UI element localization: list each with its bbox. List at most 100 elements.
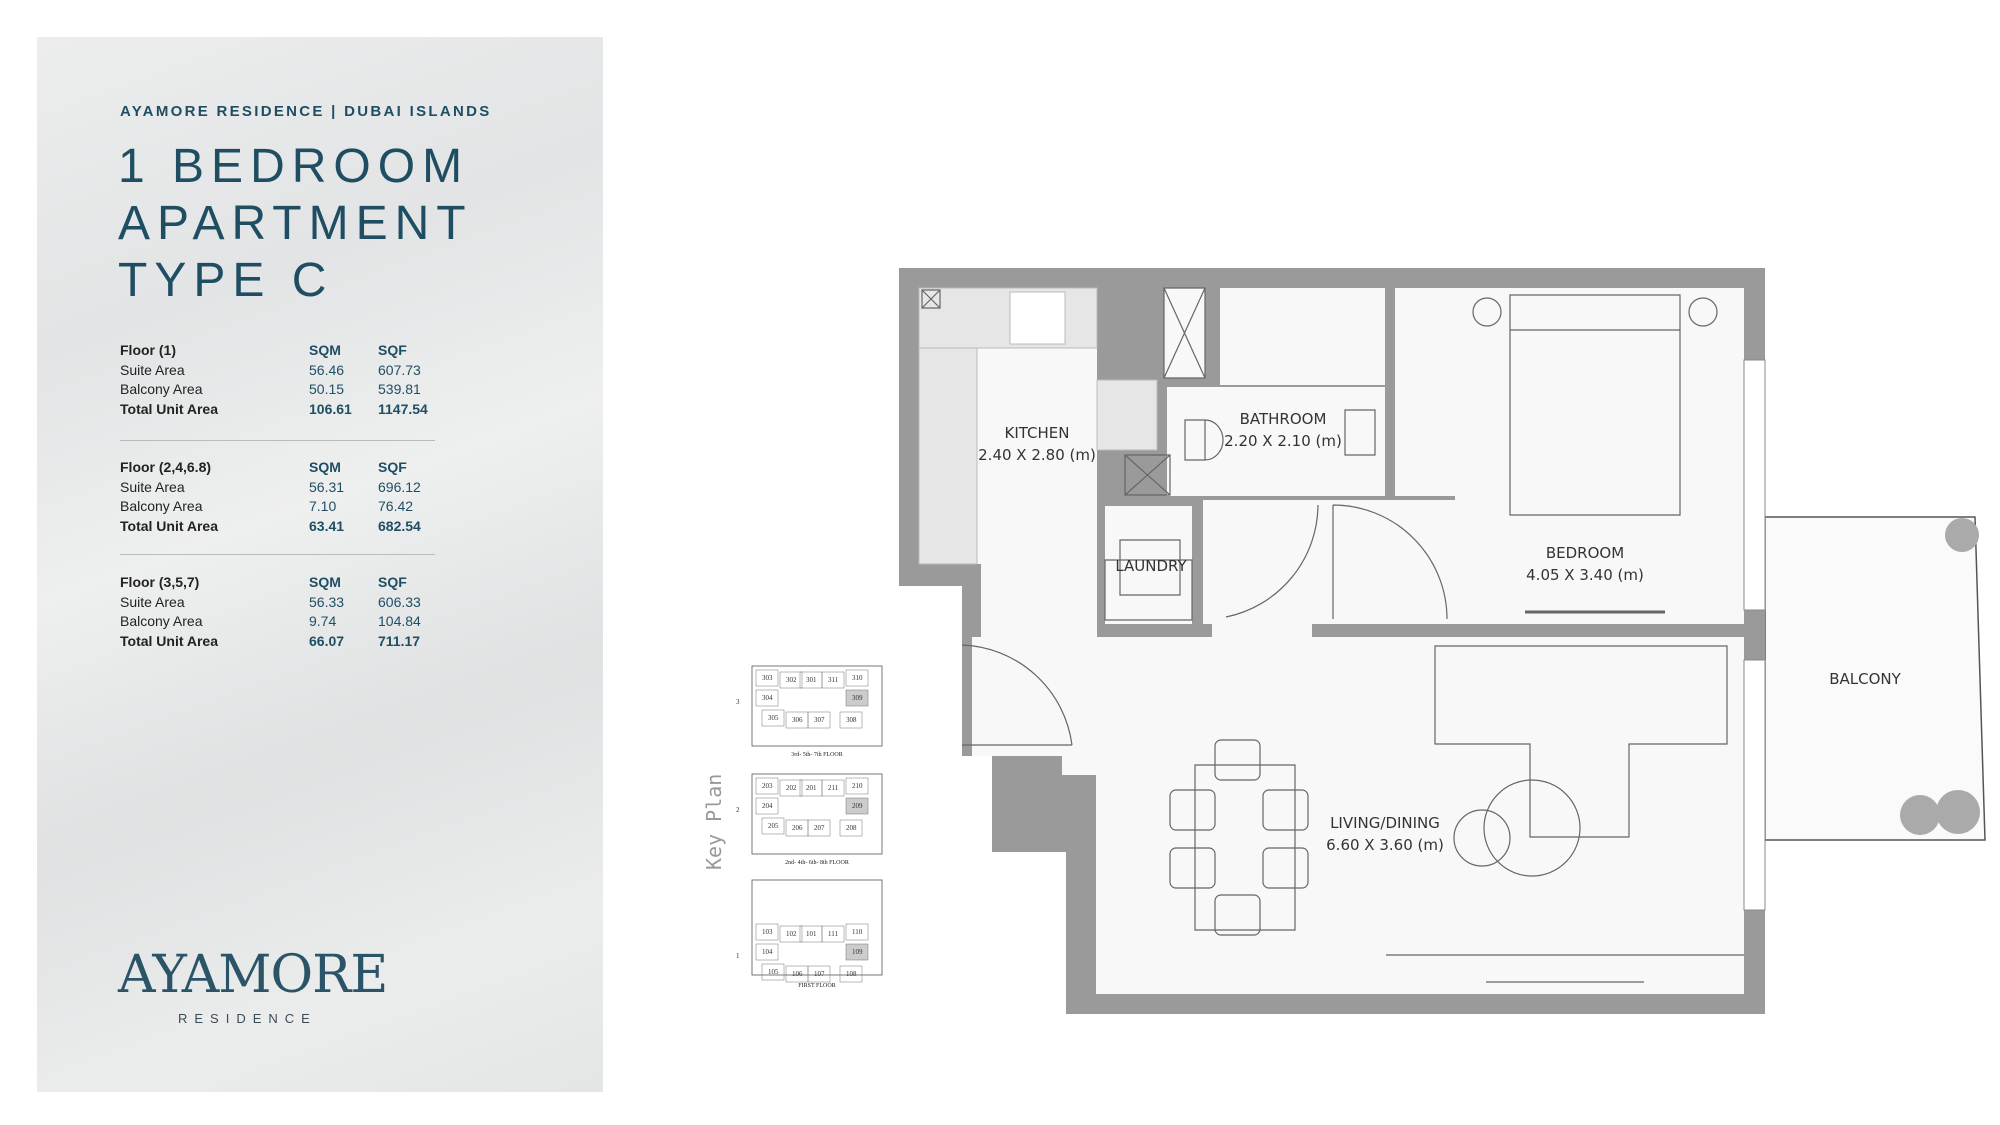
project-header: AYAMORE RESIDENCE | DUBAI ISLANDS — [120, 103, 492, 120]
bathroom-size: 2.20 X 2.10 (m) — [1224, 432, 1342, 450]
sqm-value: 106.61 — [309, 400, 352, 417]
key-plan-unit: 211 — [828, 784, 839, 792]
key-plan-unit-cell — [807, 965, 831, 983]
key-plan-unit-cell — [761, 963, 785, 981]
sqf-value: 104.84 — [378, 613, 421, 629]
key-plan-unit: 209 — [852, 802, 863, 810]
toilet-icon — [1184, 419, 1224, 461]
sqm-value: 56.33 — [309, 593, 345, 610]
living-label: LIVING/DINING — [1330, 814, 1440, 832]
key-plan-unit-cell — [845, 923, 869, 941]
col-sqf: SQF — [378, 459, 407, 475]
balcony — [1764, 516, 1986, 841]
bathroom-label: BATHROOM — [1240, 410, 1327, 428]
bedroom-size: 4.05 X 3.40 (m) — [1526, 566, 1644, 584]
key-plan-unit-cell — [755, 689, 779, 707]
key-plan-unit-cell — [761, 709, 785, 727]
sqf-value: 76.42 — [378, 498, 414, 514]
sqf-value: 606.33 — [378, 593, 421, 610]
key-plan-unit-cell — [839, 711, 863, 729]
sink-icon — [1344, 409, 1376, 456]
bedroom-door — [1332, 504, 1448, 620]
washer-icon — [1104, 539, 1193, 621]
key-plan-unit-cell — [779, 925, 803, 943]
floor-label: Floor (2,4,6.8) — [120, 459, 212, 475]
page-title: 1 BEDROOM APARTMENT TYPE C — [118, 138, 473, 309]
key-plan-unit: 311 — [828, 676, 839, 684]
bedroom-label: BEDROOM — [1546, 544, 1624, 562]
key-plan-level-number: 2 — [736, 806, 740, 814]
sqf-value: 607.73 — [378, 361, 421, 378]
row-label: Total Unit Area — [120, 400, 219, 417]
dining-table-icon — [1194, 764, 1296, 931]
title-line-1: 1 BEDROOM — [118, 140, 470, 193]
sqf-value: 1147.54 — [378, 400, 428, 417]
row-label: Suite Area — [120, 478, 185, 495]
key-plan-unit: 101 — [806, 930, 817, 938]
key-plan-unit: 203 — [762, 782, 773, 790]
key-plan-unit: 309 — [852, 694, 863, 702]
key-plan-unit-cell — [821, 671, 845, 689]
floor-label: Floor (3,5,7) — [120, 574, 200, 590]
key-plan-unit: 104 — [762, 948, 773, 956]
key-plan-unit: 301 — [806, 676, 817, 684]
key-plan-caption: FIRST FLOOR — [798, 983, 835, 989]
key-plan-unit: 103 — [762, 928, 773, 936]
key-plan-unit-cell — [845, 669, 869, 687]
key-plan-unit-cell — [821, 925, 845, 943]
key-plan-unit: 308 — [846, 716, 857, 724]
key-plan-unit: 202 — [786, 784, 797, 792]
key-plan-unit: 304 — [762, 694, 773, 702]
col-sqm: SQM — [309, 342, 341, 358]
key-plan-unit: 108 — [846, 970, 857, 978]
title-line-3: TYPE C — [118, 254, 334, 307]
key-plan-unit: 307 — [814, 716, 825, 724]
shower-icon — [1163, 287, 1206, 379]
col-sqm: SQM — [309, 574, 341, 590]
plant-icon — [1900, 795, 1940, 835]
logo-subtitle: RESIDENCE — [178, 1011, 317, 1026]
sqm-value: 63.41 — [309, 517, 345, 534]
key-plan-unit: 105 — [768, 968, 779, 976]
sqf-value: 711.17 — [378, 632, 421, 649]
key-plan-unit: 208 — [846, 824, 857, 832]
bed-icon — [1509, 294, 1681, 516]
key-plan-unit: 110 — [852, 928, 863, 936]
row-label: Suite Area — [120, 361, 185, 378]
key-plan-unit-cell — [755, 777, 779, 795]
kitchen-size: 2.40 X 2.80 (m) — [978, 446, 1096, 464]
key-plan-unit: 107 — [814, 970, 825, 978]
col-sqf: SQF — [378, 574, 407, 590]
divider — [120, 440, 435, 441]
info-panel — [37, 37, 603, 1092]
cooktop-icon — [1009, 291, 1066, 345]
key-plan-unit-cell — [755, 669, 779, 687]
duct-icon — [1124, 454, 1171, 496]
laundry-label: LAUNDRY — [1115, 557, 1187, 575]
lamp-icon — [1472, 297, 1502, 327]
key-plan-unit-cell — [755, 943, 779, 961]
key-plan-unit: 207 — [814, 824, 825, 832]
title-line-2: APARTMENT — [118, 197, 473, 250]
col-sqm: SQM — [309, 459, 341, 475]
key-plan-unit: 106 — [792, 970, 803, 978]
row-label: Total Unit Area — [120, 632, 219, 649]
sofa-icon — [1434, 645, 1728, 838]
key-plan-unit: 303 — [762, 674, 773, 682]
key-plan-unit: 210 — [852, 782, 863, 790]
key-plan-level-number: 3 — [736, 698, 740, 706]
key-plan-unit-cell — [839, 965, 863, 983]
key-plan-unit: 305 — [768, 714, 779, 722]
key-plan-caption: 3rd- 5th- 7th FLOOR — [791, 752, 843, 758]
key-plan-unit-cell — [821, 779, 845, 797]
floor-label: Floor (1) — [120, 342, 176, 358]
kitchen-counter — [918, 287, 1158, 565]
sqm-value: 56.31 — [309, 478, 345, 495]
sqm-value: 9.74 — [309, 613, 337, 629]
key-plan-unit-cell — [807, 819, 831, 837]
